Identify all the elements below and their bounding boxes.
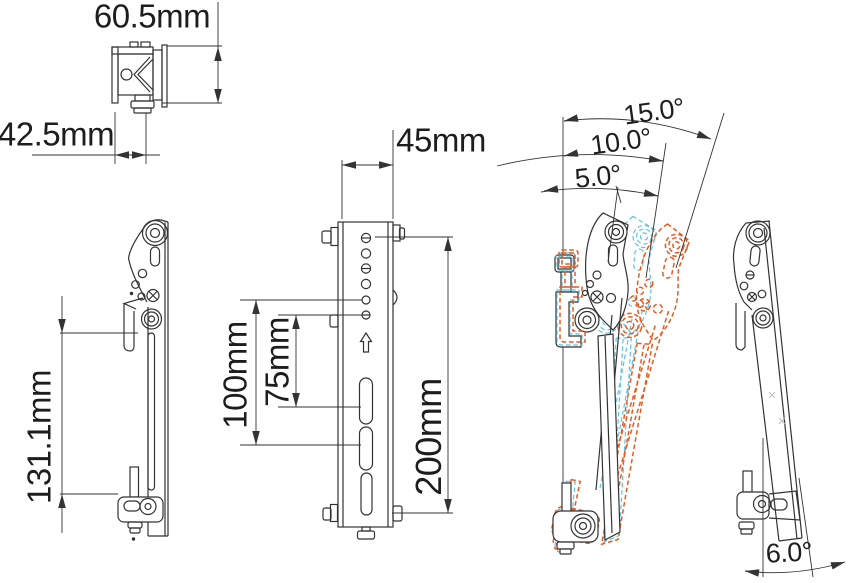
view-top-clamp bbox=[32, 2, 222, 164]
dim-label-front-height: 200mm bbox=[408, 378, 449, 496]
dim-label-tilt-5: 5.0° bbox=[573, 159, 623, 194]
view-front bbox=[240, 130, 453, 540]
dim-label-front-width: 45mm bbox=[396, 121, 486, 159]
dim-label-top-height: 60.5mm bbox=[93, 0, 211, 35]
view-side-tilted bbox=[732, 220, 846, 578]
orientation-up-arrow-icon bbox=[359, 331, 373, 353]
dim-label-side-tilt: 6.0° bbox=[765, 536, 813, 569]
dim-label-side-height: 131.1mm bbox=[20, 369, 58, 505]
dim-label-spacing-75: 75mm bbox=[258, 317, 296, 407]
dim-label-top-depth: 42.5mm bbox=[0, 115, 115, 153]
view-side bbox=[58, 219, 169, 541]
view-tilt-mechanism bbox=[496, 112, 725, 564]
dim-label-spacing-100: 100mm bbox=[216, 321, 254, 429]
